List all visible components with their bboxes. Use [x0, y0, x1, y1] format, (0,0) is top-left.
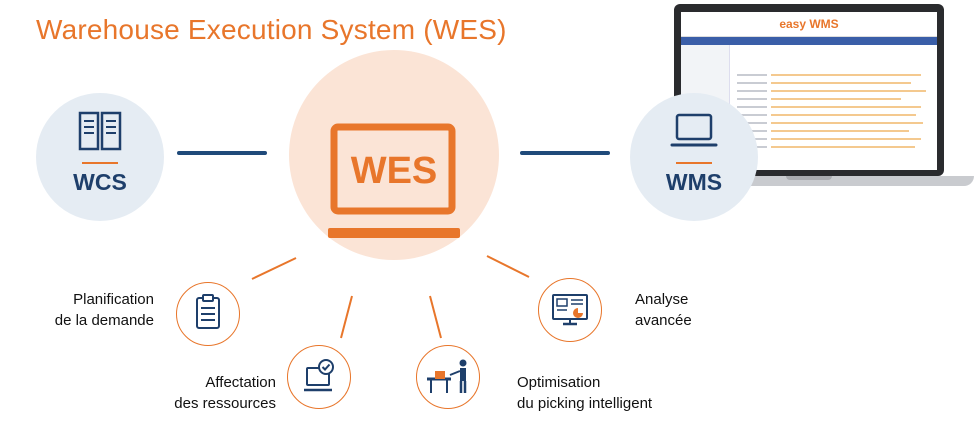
wes-node: WES — [289, 50, 499, 260]
spoke-planification — [251, 257, 297, 280]
feature-line1: Affectation — [205, 374, 276, 391]
worker-picking-icon — [427, 359, 467, 393]
analyse-node — [538, 278, 602, 342]
app-navbar — [681, 37, 937, 45]
app-topbar — [681, 12, 937, 37]
table-row — [771, 90, 926, 92]
table-row — [737, 90, 767, 92]
laptop-icon — [670, 113, 718, 147]
table-row — [771, 82, 911, 84]
table-row — [737, 98, 767, 100]
wms-label: WMS — [665, 169, 723, 195]
feature-label-optimisation: Optimisation du picking intelligent — [517, 372, 717, 414]
feature-line2: des ressources — [174, 395, 276, 412]
wcs-node: WCS — [36, 93, 164, 221]
server-rack-icon — [78, 111, 122, 151]
table-row — [771, 146, 915, 148]
feature-line2: avancée — [635, 312, 692, 329]
feature-line1: Optimisation — [517, 374, 601, 391]
table-row — [737, 74, 767, 76]
feature-line2: du picking intelligent — [517, 395, 653, 412]
table-row — [737, 106, 767, 108]
analytics-monitor-icon — [552, 294, 588, 326]
spoke-analyse — [486, 255, 530, 278]
feature-label-planification: Planification de la demande — [20, 289, 154, 331]
monitor-check-icon — [304, 359, 334, 392]
table-row — [737, 114, 767, 116]
table-row — [771, 106, 921, 108]
optimisation-node — [416, 345, 480, 409]
app-brand-logo: easy WMS — [779, 17, 839, 31]
clipboard-checklist-icon — [196, 294, 220, 329]
wcs-label: WCS — [73, 169, 127, 195]
table-row — [737, 122, 767, 124]
spoke-optimisation — [429, 295, 442, 339]
accent-divider — [676, 162, 712, 164]
table-row — [771, 114, 916, 116]
wms-node: WMS — [630, 93, 758, 221]
page-title: Warehouse Execution System (WES) — [36, 14, 507, 45]
table-row — [771, 74, 921, 76]
feature-line1: Planification — [73, 291, 154, 308]
accent-divider — [82, 162, 118, 164]
spoke-affectation — [340, 295, 353, 339]
laptop-icon — [328, 123, 460, 238]
planification-node — [176, 282, 240, 346]
laptop-base-notch — [786, 176, 832, 180]
laptop-base — [640, 176, 974, 186]
feature-line1: Analyse — [635, 291, 689, 308]
table-row — [771, 98, 901, 100]
table-row — [771, 138, 921, 140]
table-row — [771, 122, 923, 124]
feature-line2: de la demande — [54, 312, 154, 329]
table-row — [737, 82, 767, 84]
affectation-node — [287, 345, 351, 409]
feature-label-affectation: Affectation des ressources — [130, 372, 276, 414]
table-row — [771, 130, 909, 132]
wes-label: WES — [350, 150, 438, 192]
feature-label-analyse: Analyse avancée — [635, 289, 755, 331]
